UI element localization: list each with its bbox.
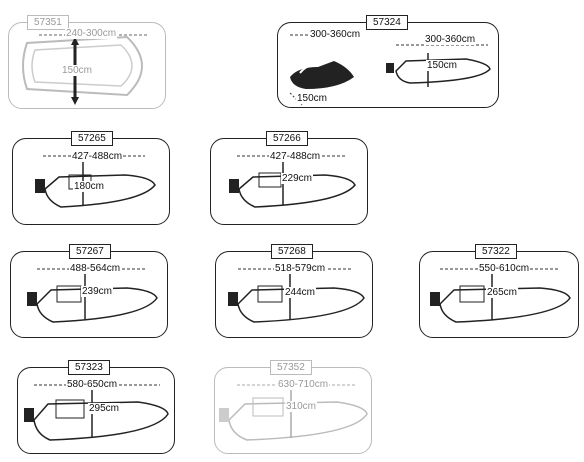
beam-label: 244cm [284, 287, 317, 298]
length-label: 488-564cm [69, 263, 122, 274]
boat-icon [27, 268, 158, 323]
beam-label: 229cm [281, 173, 314, 184]
length-label-jetski: 300-360cm [309, 29, 362, 40]
beam-label: 265cm [486, 287, 519, 298]
card-57352[interactable]: 57352 630-710cm 310cm [214, 360, 372, 454]
length-label: 427-488cm [71, 151, 124, 162]
beam-label: 150cm [61, 65, 94, 76]
length-label: 580-650cm [66, 379, 119, 390]
boat-icon [229, 155, 356, 208]
card-57268[interactable]: 57268 518-579cm 244cm [215, 244, 373, 338]
card-57267[interactable]: 57267 488-564cm 239cm [10, 244, 168, 338]
boat-icon [24, 384, 169, 441]
length-label: 518-579cm [274, 263, 327, 274]
length-label: 427-488cm [269, 151, 322, 162]
card-57323[interactable]: 57323 580-650cm 295cm [17, 360, 175, 454]
product-code: 57324 [366, 15, 408, 30]
card-57351[interactable]: 57351 240-300cm 150cm [8, 15, 166, 109]
product-code: 57266 [266, 131, 308, 146]
boat-icon [219, 384, 368, 441]
card-57324[interactable]: 57324 300-360cm 150cm 300-360cm 150cm [277, 15, 499, 108]
boat-icon [228, 268, 365, 323]
length-label: 240-300cm [65, 28, 118, 39]
product-code: 57323 [68, 360, 110, 375]
card-57265[interactable]: 57265 427-488cm 180cm [12, 131, 170, 225]
product-code: 57268 [271, 244, 313, 259]
beam-label: 180cm [73, 181, 106, 192]
beam-label-jetski: 150cm [296, 93, 329, 104]
beam-label: 295cm [88, 403, 121, 414]
beam-label: 310cm [285, 401, 318, 412]
card-57266[interactable]: 57266 427-488cm 229cm [210, 131, 368, 225]
card-57322[interactable]: 57322 550-610cm 265cm [419, 244, 579, 338]
length-label: 550-610cm [478, 263, 531, 274]
beam-label: 239cm [81, 286, 114, 297]
length-label: 630-710cm [277, 379, 330, 390]
beam-label-boat: 150cm [426, 60, 459, 71]
product-code: 57352 [270, 360, 312, 375]
length-label-boat: 300-360cm [424, 34, 477, 45]
product-code: 57322 [475, 244, 517, 259]
product-code: 57265 [71, 131, 113, 146]
product-code: 57351 [27, 15, 69, 30]
product-code: 57267 [69, 244, 111, 259]
